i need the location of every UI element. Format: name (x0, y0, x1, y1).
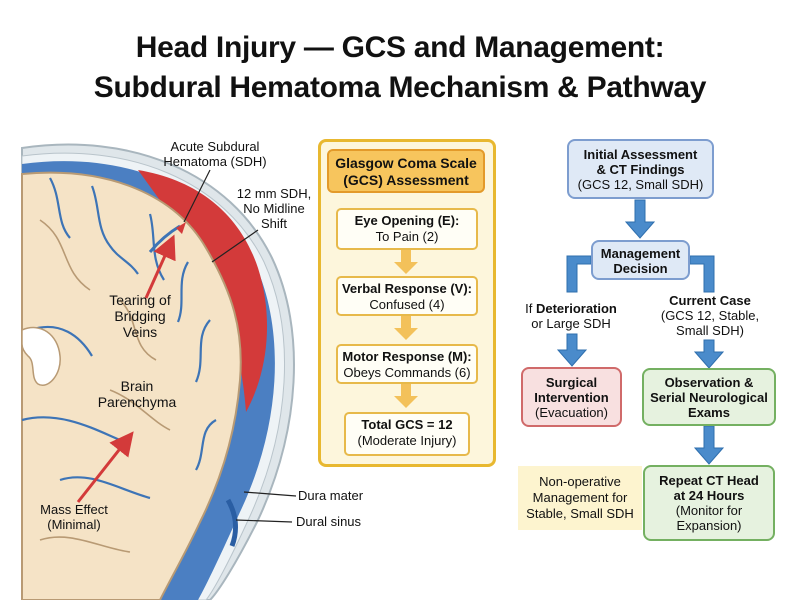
gcs-arrow-2 (394, 316, 418, 340)
gcs-header: Glasgow Coma Scale(GCS) Assessment (327, 149, 485, 193)
surgical-intervention-box: Surgical Intervention (Evacuation) (521, 367, 622, 427)
gcs-arrow-3 (394, 384, 418, 408)
gcs-eye-box: Eye Opening (E):To Pain (2) (336, 208, 478, 250)
dura-mater-label: Dura mater (298, 488, 364, 503)
gcs-total-box: Total GCS = 12(Moderate Injury) (344, 412, 470, 456)
gcs-arrow-1 (394, 250, 418, 274)
hematoma-crescent (138, 170, 268, 412)
management-decision-box: Management Decision (591, 240, 690, 280)
deterioration-branch-label: If Deterioration or Large SDH (525, 301, 617, 331)
gcs-motor-box: Motor Response (M):Obeys Commands (6) (336, 344, 478, 384)
initial-assessment-box: Initial Assessment & CT Findings (GCS 12… (567, 139, 714, 199)
page-title-line-1: Head Injury — GCS and Management: (135, 31, 665, 64)
repeat-ct-box: Repeat CT Head at 24 Hours (Monitor for … (643, 465, 775, 541)
mass-effect-label: Mass Effect(Minimal) (40, 502, 108, 532)
current-case-branch-label: Current Case (GCS 12, Stable, Small SDH) (660, 293, 760, 338)
gcs-verbal-box: Verbal Response (V):Confused (4) (336, 276, 478, 316)
cortical-sulci (21, 177, 217, 500)
ventricle (21, 326, 61, 387)
dural-sinus-label: Dural sinus (296, 514, 362, 529)
observation-box: Observation & Serial Neurological Exams (642, 368, 776, 426)
brain-parenchyma (21, 171, 242, 600)
page-title-line-2: Subdural Hematoma Mechanism & Pathway (93, 71, 707, 104)
dural-sinus (225, 498, 238, 547)
